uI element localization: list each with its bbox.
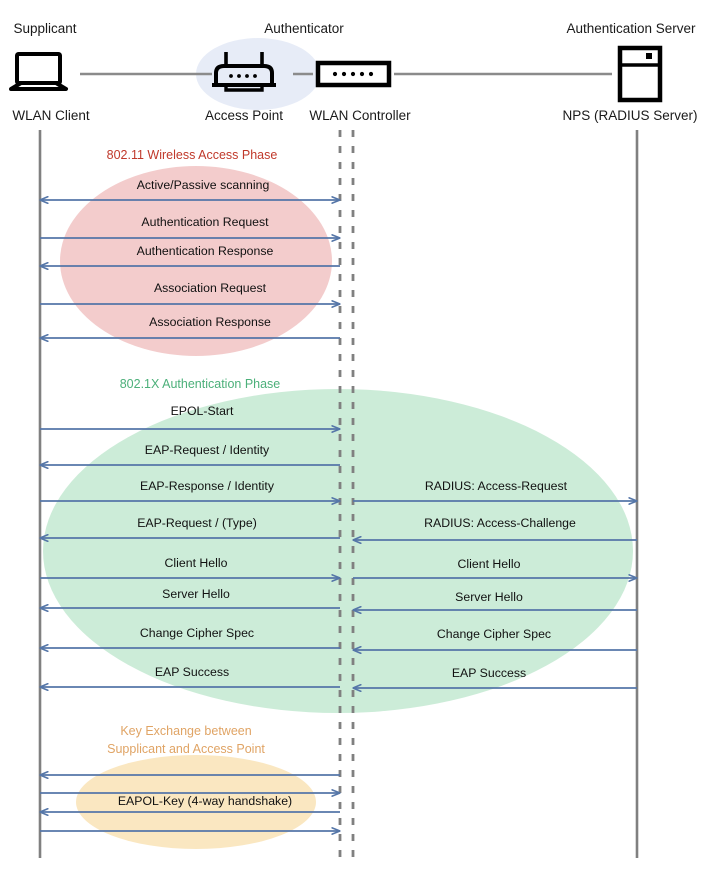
phase-802-1x-ellipse	[43, 389, 633, 713]
message-label: EAP Success	[155, 665, 229, 679]
message-label: Server Hello	[455, 590, 523, 604]
message-label: RADIUS: Access-Challenge	[424, 516, 576, 530]
message-row: Active/Passive scanning	[40, 178, 340, 200]
message-label: Association Response	[149, 315, 271, 329]
message-label: EPOL-Start	[171, 404, 234, 418]
message-row: Client Hello Client Hello	[40, 556, 637, 578]
wlan-controller-icon	[315, 60, 392, 88]
message-label: Server Hello	[162, 587, 230, 601]
message-label: EAP-Request / Identity	[145, 443, 270, 457]
message-label: Active/Passive scanning	[137, 178, 270, 192]
message-row: Association Response	[40, 315, 340, 338]
message-row: Association Request	[40, 281, 340, 304]
message-row: EPOL-Start	[40, 404, 340, 429]
message-label: EAP-Request / (Type)	[137, 516, 257, 530]
phase-key-exchange-ellipse	[76, 755, 316, 849]
message-row: EAP-Request / Identity	[40, 443, 340, 465]
message-row: EAP Success EAP Success	[40, 665, 637, 688]
actor-device-wlan-controller: WLAN Controller	[309, 108, 411, 123]
message-row: EAP-Request / (Type) RADIUS: Access-Chal…	[40, 516, 637, 540]
server-icon	[617, 45, 663, 103]
message-label: EAP-Response / Identity	[140, 479, 275, 493]
phase-label-key-exchange-line2: Supplicant and Access Point	[107, 742, 265, 756]
message-row: EAP-Response / Identity RADIUS: Access-R…	[40, 479, 637, 501]
actor-device-access-point: Access Point	[205, 108, 283, 123]
message-row: Authentication Response	[40, 244, 340, 266]
message-label: Association Request	[154, 281, 267, 295]
phase-label-802-1x: 802.1X Authentication Phase	[120, 377, 281, 391]
message-label: Change Cipher Spec	[140, 626, 254, 640]
phase-label-802-11: 802.11 Wireless Access Phase	[107, 148, 278, 162]
message-label: Authentication Response	[137, 244, 274, 258]
message-row: Server Hello Server Hello	[40, 587, 637, 610]
access-point-icon	[212, 52, 276, 92]
actor-device-nps-radius: NPS (RADIUS Server)	[562, 108, 697, 123]
message-label: Client Hello	[458, 557, 521, 571]
message-label: RADIUS: Access-Request	[425, 479, 568, 493]
actor-role-auth-server: Authentication Server	[566, 21, 696, 36]
message-label: EAPOL-Key (4-way handshake)	[118, 794, 292, 808]
message-label: Authentication Request	[141, 215, 269, 229]
message-label: Change Cipher Spec	[437, 627, 551, 641]
phase-label-key-exchange-line1: Key Exchange between	[120, 724, 251, 738]
actor-device-wlan-client: WLAN Client	[12, 108, 90, 123]
actor-role-authenticator: Authenticator	[264, 21, 344, 36]
message-row: Change Cipher Spec Change Cipher Spec	[40, 626, 637, 650]
message-row: Authentication Request	[40, 215, 340, 238]
laptop-icon	[9, 52, 68, 91]
message-label: EAP Success	[452, 666, 526, 680]
actor-role-supplicant: Supplicant	[13, 21, 76, 36]
message-row: EAPOL-Key (4-way handshake)	[40, 794, 340, 812]
message-label: Client Hello	[165, 556, 228, 570]
phase-802-11-ellipse	[60, 166, 332, 356]
